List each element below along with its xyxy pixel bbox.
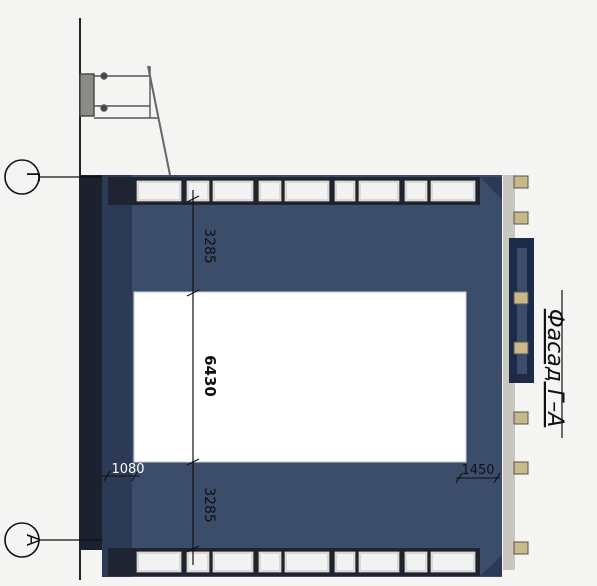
roof-bollard: [513, 411, 529, 425]
window-glass: [287, 183, 327, 199]
window-band-top: [108, 177, 480, 205]
window-glass: [215, 183, 251, 199]
roof-bollard: [513, 175, 529, 189]
roof-equipment: [503, 175, 534, 570]
dimension-chain: [186, 190, 200, 565]
axis-marker-a: А: [4, 522, 102, 558]
central-opening: [133, 291, 467, 463]
dim-ground-offset: [102, 470, 140, 482]
window-glass: [337, 554, 353, 570]
window-glass: [407, 554, 425, 570]
stair-railing: [79, 65, 171, 176]
axis-marker-g: Г: [4, 159, 102, 195]
window-glass: [189, 554, 207, 570]
axis-label-a: А: [22, 534, 43, 547]
window-band-bottom: [108, 548, 480, 576]
dim-parapet-offset: [455, 472, 501, 484]
axis-label-g: Г: [22, 172, 43, 183]
window-glass: [215, 554, 251, 570]
dim-parapet-offset-label: 1450: [461, 463, 494, 478]
roof-chamfer-top: [480, 177, 502, 200]
window-glass: [261, 183, 279, 199]
dim-opening: 6430: [201, 355, 219, 397]
window-glass: [433, 183, 473, 199]
window-glass: [407, 183, 425, 199]
dim-top-pier: 3285: [201, 228, 217, 264]
dim-bottom-pier: 3285: [201, 487, 217, 523]
drawing-title: Фасад Г–А: [542, 309, 567, 428]
window-glass: [139, 554, 179, 570]
roof-bollard: [513, 341, 529, 355]
window-glass: [361, 183, 397, 199]
roof-bollard: [513, 291, 529, 305]
roof-chamfer-bottom: [480, 555, 502, 576]
roof-bollard: [513, 461, 529, 475]
window-glass: [139, 183, 179, 199]
facade-wall-shadow: [102, 175, 132, 577]
window-glass: [261, 554, 279, 570]
window-glass: [433, 554, 473, 570]
window-glass: [361, 554, 397, 570]
roof-bollard: [513, 211, 529, 225]
dim-ground-offset-label: 1080: [111, 462, 144, 477]
roof-bollard: [513, 541, 529, 555]
window-glass: [337, 183, 353, 199]
window-glass: [287, 554, 327, 570]
